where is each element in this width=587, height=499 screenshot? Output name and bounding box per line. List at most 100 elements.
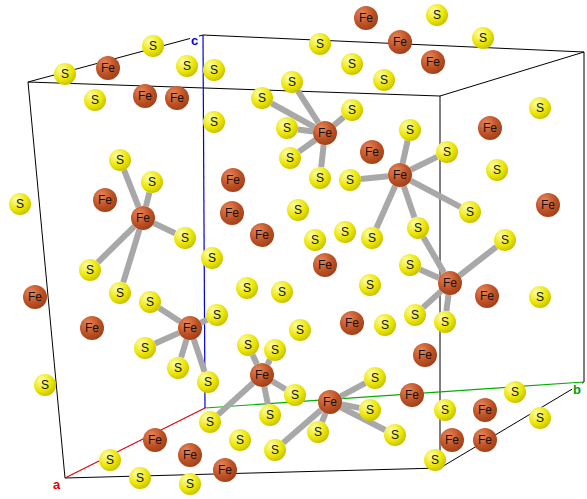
bond-stick [334, 117, 343, 125]
sulfur-atom: S [109, 149, 131, 171]
atom-symbol: S [501, 234, 509, 246]
cell-edge [28, 82, 65, 478]
atom-symbol: Fe [98, 194, 112, 206]
atom-symbol: S [116, 287, 124, 299]
atom-symbol: S [148, 176, 156, 188]
atom-symbol: S [406, 124, 414, 136]
atom-symbol: Fe [138, 90, 152, 102]
iron-atom: Fe [220, 201, 244, 225]
sulfur-atom: S [236, 277, 258, 299]
atom-symbol: S [311, 234, 319, 246]
atom-symbol: S [271, 444, 279, 456]
bond-stick [321, 145, 323, 167]
sulfur-atom: S [373, 69, 395, 91]
sulfur-atom: S [99, 449, 121, 471]
iron-atom: Fe [360, 140, 384, 164]
cell-edge [65, 468, 440, 478]
atom-symbol: Fe [365, 146, 379, 158]
iron-atom: Fe [213, 458, 237, 482]
axis-label: a [52, 478, 61, 492]
atom-symbol: S [348, 58, 356, 70]
sulfur-atom: S [424, 449, 446, 471]
sulfur-atom: S [264, 439, 286, 461]
atom-symbol: Fe [541, 199, 555, 211]
iron-atom: Fe [318, 390, 342, 414]
atom-symbol: S [213, 309, 221, 321]
atom-symbol: S [146, 296, 154, 308]
atom-symbol: Fe [101, 62, 115, 74]
sulfur-atom: S [364, 367, 386, 389]
bond-stick [272, 381, 285, 389]
atom-symbol: S [266, 409, 274, 421]
sulfur-atom: S [84, 89, 106, 111]
atom-symbol: Fe [183, 322, 197, 334]
atom-symbol: S [391, 429, 399, 441]
atom-symbol: S [381, 319, 389, 331]
bond-stick [298, 129, 313, 131]
cell-edge [440, 52, 584, 96]
sulfur-atom: S [276, 117, 298, 139]
bond-stick [298, 91, 319, 123]
sulfur-atom: S [407, 217, 429, 239]
axis-label: c [190, 34, 199, 48]
bond-stick [124, 170, 139, 207]
atom-symbol: S [258, 92, 266, 104]
atom-symbol: Fe [148, 434, 162, 446]
iron-atom: Fe [354, 6, 378, 30]
atom-symbol: S [348, 104, 356, 116]
atom-symbol: Fe [480, 290, 494, 302]
atom-symbol: Fe [478, 404, 492, 416]
sulfur-atom: S [54, 63, 76, 85]
iron-atom: Fe [23, 285, 47, 309]
sulfur-atom: S [197, 371, 219, 393]
sulfur-atom: S [129, 467, 151, 489]
bond-stick [361, 176, 388, 179]
sulfur-atom: S [304, 229, 326, 251]
sulfur-atom: S [399, 119, 421, 141]
sulfur-atom: S [142, 35, 164, 57]
bond-stick [154, 223, 175, 233]
atom-symbol: S [371, 372, 379, 384]
atom-symbol: S [210, 64, 218, 76]
atom-symbol: S [208, 252, 216, 264]
atom-symbol: S [441, 404, 449, 416]
bond-stick [146, 193, 149, 207]
atom-symbol: S [536, 412, 544, 424]
atom-symbol: S [511, 386, 519, 398]
atom-symbol: Fe [418, 349, 432, 361]
sulfur-atom: S [434, 399, 456, 421]
atom-symbol: S [346, 174, 354, 186]
iron-atom: Fe [80, 316, 104, 340]
iron-atom: Fe [438, 271, 462, 295]
sulfur-atom: S [384, 424, 406, 446]
sulfur-atom: S [339, 169, 361, 191]
sulfur-atom: S [229, 429, 251, 451]
iron-atom: Fe [388, 163, 412, 187]
iron-atom: Fe [536, 193, 560, 217]
atom-symbol: Fe [405, 389, 419, 401]
sulfur-atom: S [141, 171, 163, 193]
bond-stick [181, 339, 186, 357]
atom-symbol: S [244, 339, 252, 351]
sulfur-atom: S [167, 357, 189, 379]
bond-stick [159, 308, 180, 321]
sulfur-atom: S [307, 421, 329, 443]
atom-symbol: Fe [478, 434, 492, 446]
sulfur-atom: S [34, 374, 56, 396]
bond-stick [201, 320, 207, 323]
atom-symbol: S [314, 426, 322, 438]
atom-symbol: S [181, 232, 189, 244]
atom-symbol: S [41, 379, 49, 391]
atom-symbol: S [283, 122, 291, 134]
sulfur-atom: S [203, 59, 225, 81]
sulfur-atom: S [281, 71, 303, 93]
atom-symbol: S [16, 198, 24, 210]
sulfur-atom: S [271, 281, 293, 303]
bond-stick [264, 387, 267, 404]
atom-symbol: S [380, 74, 388, 86]
bond-stick [420, 270, 439, 279]
atom-symbol: S [206, 416, 214, 428]
atom-symbol: Fe [393, 169, 407, 181]
atom-symbol: S [183, 60, 191, 72]
atom-symbol: S [411, 309, 419, 321]
